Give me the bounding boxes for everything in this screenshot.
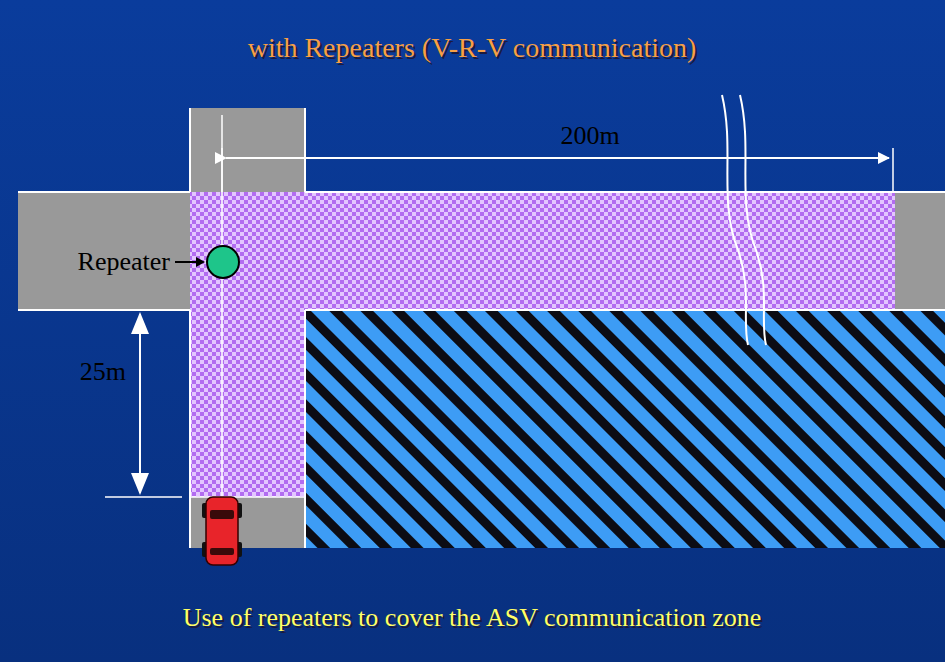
road-edges — [18, 108, 945, 548]
horizontal-road — [18, 192, 945, 310]
slide-title: with Repeaters (V-R-V communication) — [248, 32, 697, 64]
slide-caption: Use of repeaters to cover the ASV commun… — [183, 603, 762, 633]
dimension-200m — [222, 148, 893, 192]
repeater-symbol — [207, 246, 239, 278]
dimension-25m — [105, 310, 305, 497]
communication-zone — [190, 310, 305, 497]
communication-zone — [190, 192, 895, 310]
center-line — [221, 115, 223, 548]
dimension-label: 25m — [80, 357, 126, 387]
vertical-road — [190, 108, 305, 548]
part-label: Repeater — [78, 247, 170, 277]
car-symbol — [202, 497, 242, 565]
building-block — [305, 310, 945, 548]
leader-arrowhead — [196, 257, 205, 267]
dimension-label: 200m — [560, 121, 619, 151]
break-mark — [722, 95, 766, 345]
